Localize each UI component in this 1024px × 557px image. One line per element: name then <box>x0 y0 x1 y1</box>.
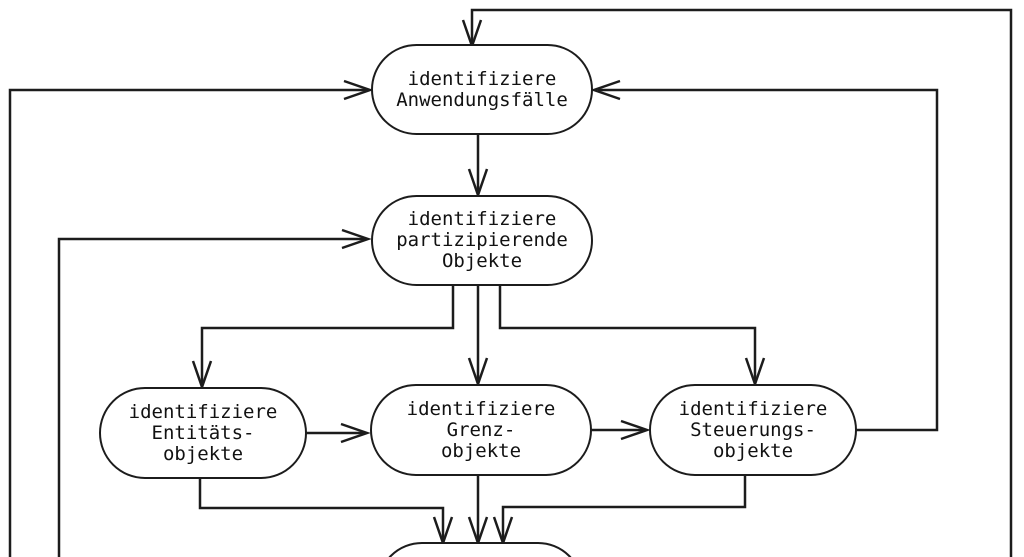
edge-leftinnerloop-to-partizipierende <box>57 237 366 557</box>
edge-partizipierende-to-entitaets <box>200 286 455 384</box>
edge-steuerungs-to-anwendungsfaelle <box>598 88 939 432</box>
node-identifiziere-entitaetsobjekte: identifiziere Entitäts- objekte <box>99 387 307 479</box>
node-identifiziere-anwendungsfaelle: identifiziere Anwendungsfälle <box>371 44 593 135</box>
node-label: identifiziere partizipierende Objekte <box>396 208 568 272</box>
arrowhead-right-grenz-left <box>340 422 371 444</box>
edge-leftouterloop-to-anwendungsfaelle <box>8 88 368 557</box>
arrowhead-left-anwendungsfaelle-right <box>590 79 621 101</box>
edge-bottomloop-to-anwendungsfaelle <box>470 8 1013 557</box>
node-label: identifiziere Entitäts- objekte <box>128 400 278 465</box>
edge-entitaets-to-bottom <box>198 477 445 540</box>
arrowhead-right-anwendungsfaelle-left <box>343 79 374 101</box>
node-identifiziere-partizipierende-objekte: identifiziere partizipierende Objekte <box>371 195 593 286</box>
arrowhead-right-steuerungs-left <box>620 419 651 441</box>
node-identifiziere-steuerungsobjekte: identifiziere Steuerungs- objekte <box>649 384 857 476</box>
edge-steuerungs-to-bottom <box>501 473 747 540</box>
node-label: identifiziere Steuerungs- objekte <box>678 397 828 462</box>
edge-partizipierende-to-steuerungs <box>498 286 757 381</box>
node-bottom-clipped <box>377 542 583 557</box>
node-label: identifiziere Grenz- objekte <box>406 397 556 462</box>
node-identifiziere-grenzobjekte: identifiziere Grenz- objekte <box>370 384 592 476</box>
node-label: identifiziere Anwendungsfälle <box>396 67 568 111</box>
arrowhead-right-partizipierende-left <box>341 228 372 250</box>
